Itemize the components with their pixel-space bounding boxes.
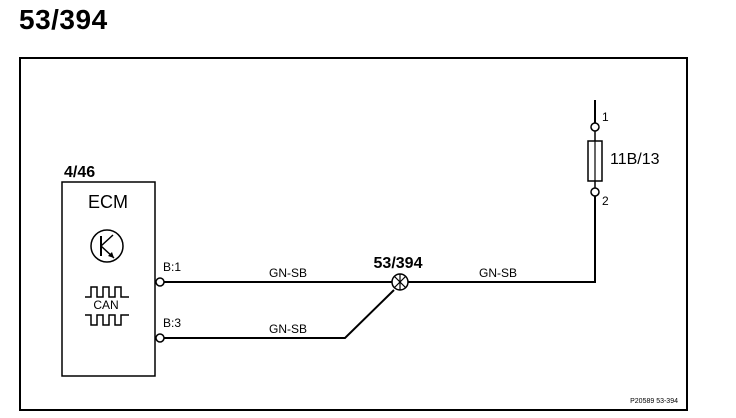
ecm-label: ECM (88, 192, 128, 212)
can-label: CAN (93, 298, 118, 312)
diagram-frame (19, 57, 688, 411)
fuse-pin-1-label: 1 (602, 110, 609, 124)
ecm-component-id: 4/46 (64, 164, 95, 181)
wire-label-right: GN-SB (479, 266, 517, 280)
fuse-component-id: 11B/13 (610, 151, 660, 168)
ecm-pin-b3 (155, 333, 165, 343)
fuse-pin-1 (590, 122, 600, 132)
transistor-icon (90, 229, 124, 263)
splice-component-id: 53/394 (374, 255, 423, 272)
fuse-pin-2-label: 2 (602, 194, 609, 208)
ecm-pin-b1-label: B:1 (163, 260, 181, 274)
wire-splice-to-fuse (408, 196, 596, 283)
wire-label-bottom: GN-SB (269, 322, 307, 336)
can-signal-icon (85, 286, 129, 326)
wire-ecm-b3-to-splice (164, 289, 395, 339)
figure-reference: P20589 53-394 (630, 398, 678, 405)
page-title: 53/394 (19, 4, 108, 35)
splice-icon (391, 273, 409, 291)
ecm-pin-b1 (155, 277, 165, 287)
fuse-pin-2 (590, 187, 600, 197)
wire-label-top: GN-SB (269, 266, 307, 280)
ecm-box (61, 181, 156, 377)
ecm-pin-b3-label: B:3 (163, 316, 181, 330)
